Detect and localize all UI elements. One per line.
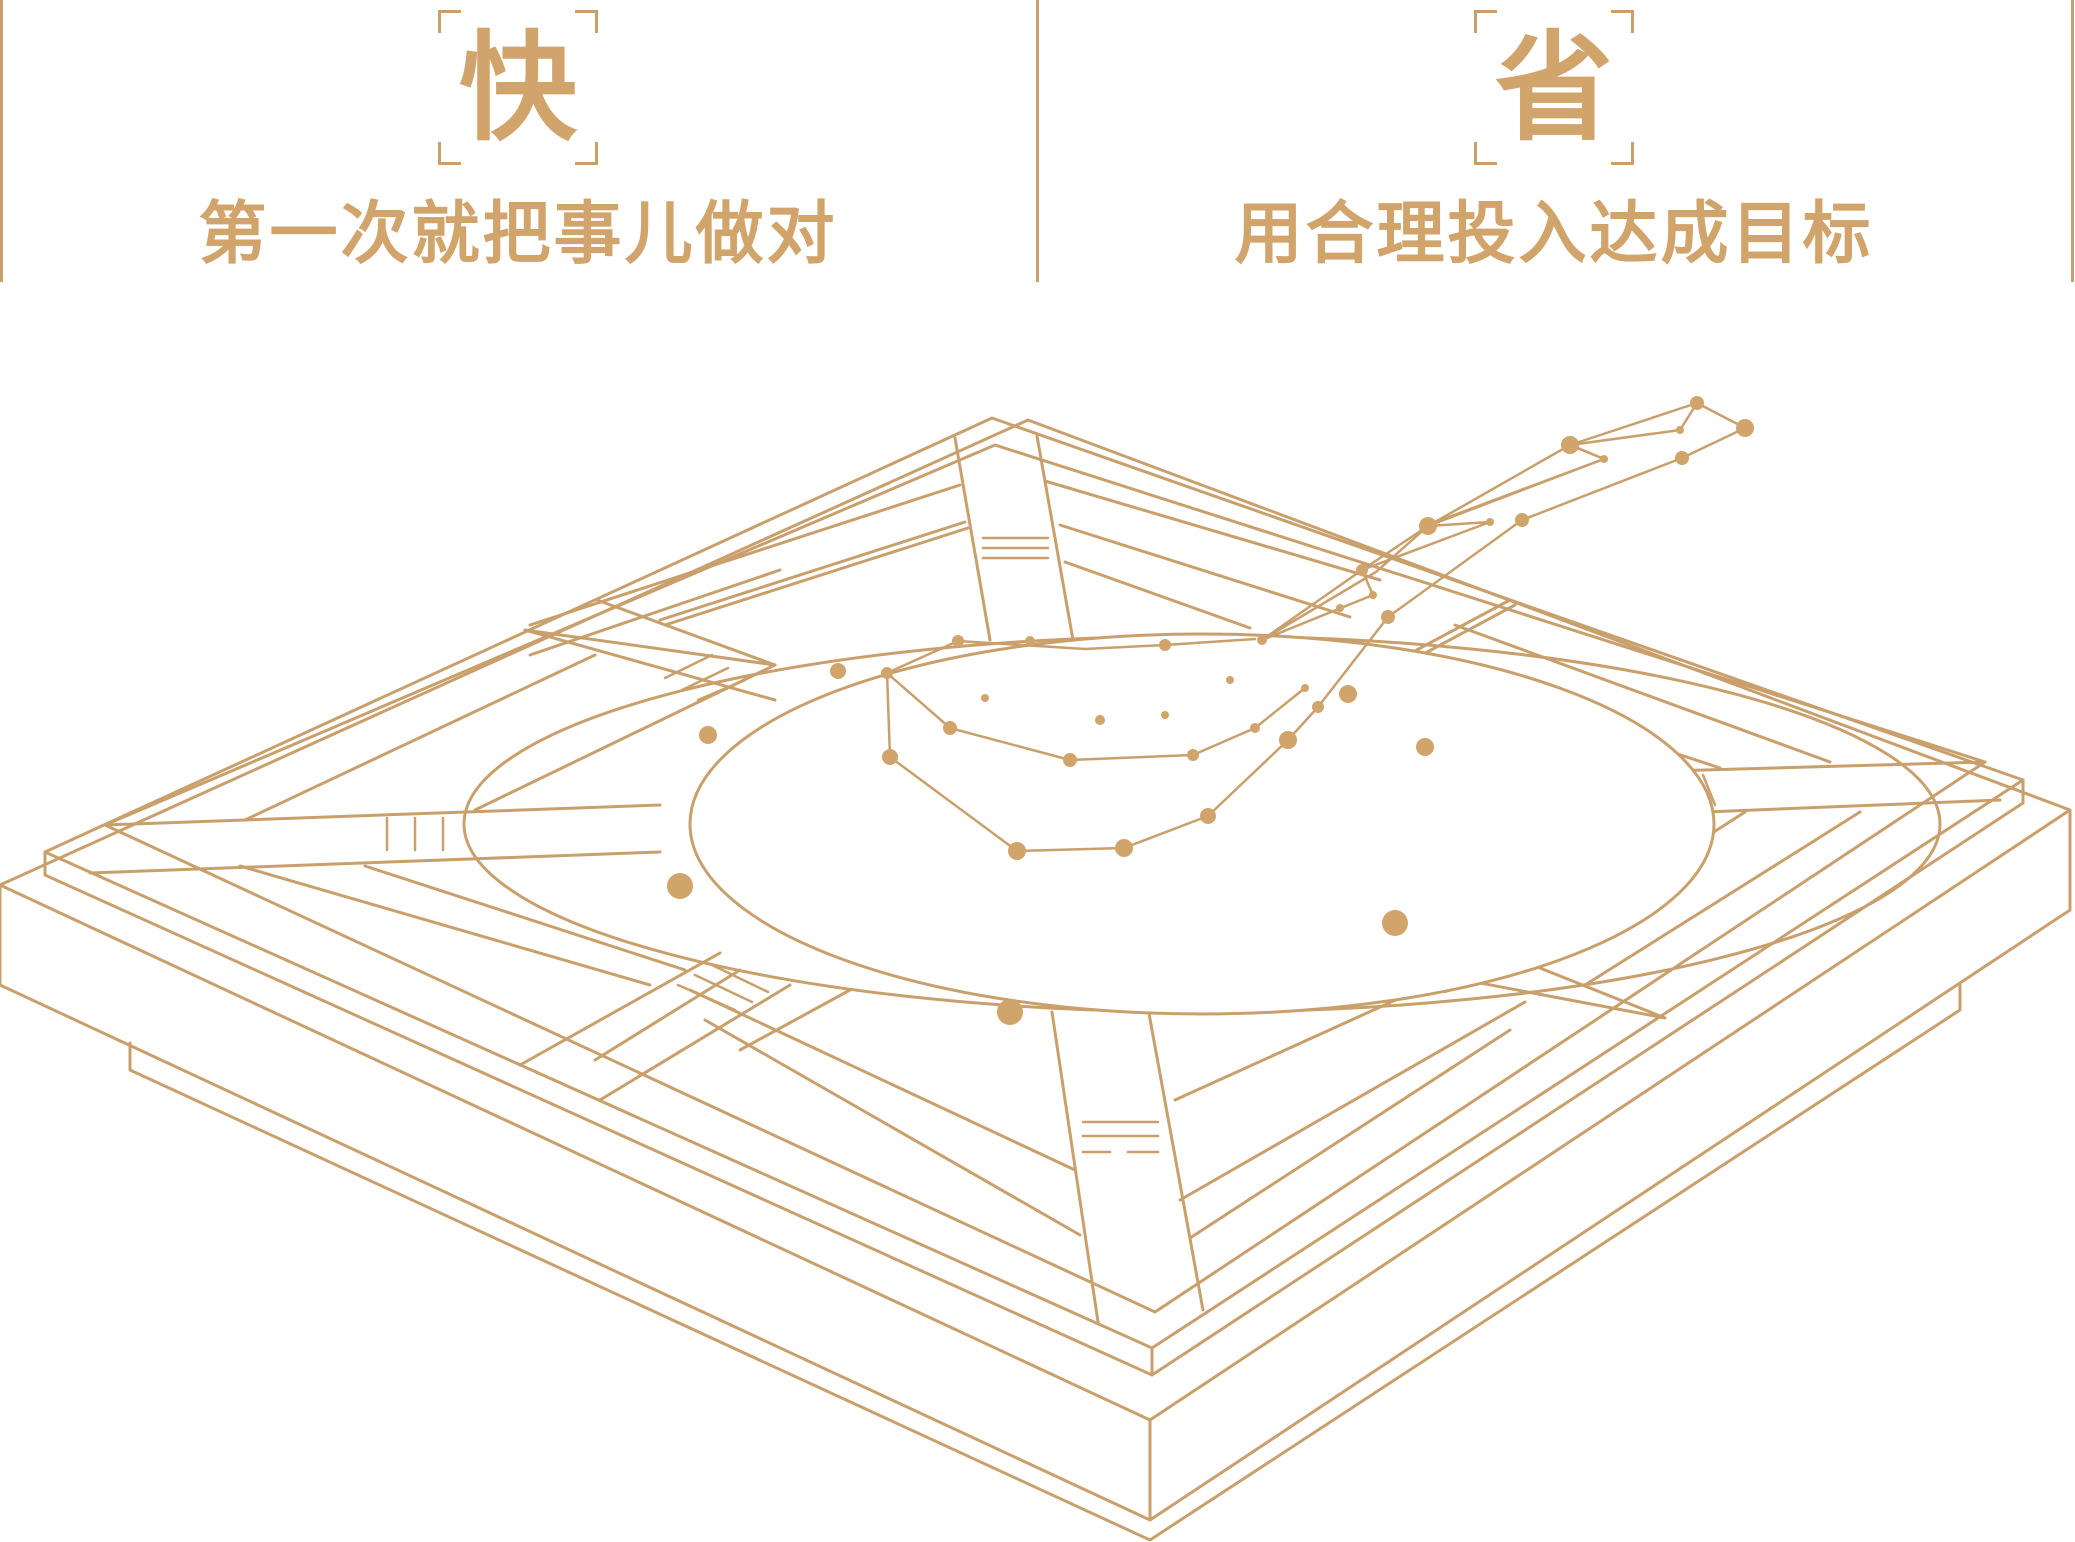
panel-subtitle: 第一次就把事儿做对: [198, 195, 838, 274]
left-divider: [0, 0, 3, 282]
big-char: 省: [1494, 18, 1613, 157]
panel-fast: 快 第一次就把事儿做对: [0, 0, 1036, 300]
central-disc: [462, 632, 1942, 1016]
corner-bracket-icon: [575, 142, 598, 165]
corner-bracket-icon: [575, 10, 598, 33]
stars: [667, 396, 1754, 1025]
big-char: 快: [458, 18, 577, 157]
center-divider: [1036, 0, 1039, 282]
big-char-frame: 省: [1474, 10, 1634, 165]
corner-bracket-icon: [438, 10, 461, 33]
corner-bracket-icon: [1611, 142, 1634, 165]
big-char-frame: 快: [438, 10, 598, 165]
slats: [238, 479, 1862, 1240]
corner-bracket-icon: [438, 142, 461, 165]
corner-bracket-icon: [1474, 142, 1497, 165]
right-divider: [2071, 0, 2074, 282]
panel-subtitle: 用合理投入达成目标: [1234, 195, 1874, 274]
corner-bracket-icon: [1474, 10, 1497, 33]
panel-save: 省 用合理投入达成目标: [1036, 0, 2072, 300]
corner-bracket-icon: [1611, 10, 1634, 33]
